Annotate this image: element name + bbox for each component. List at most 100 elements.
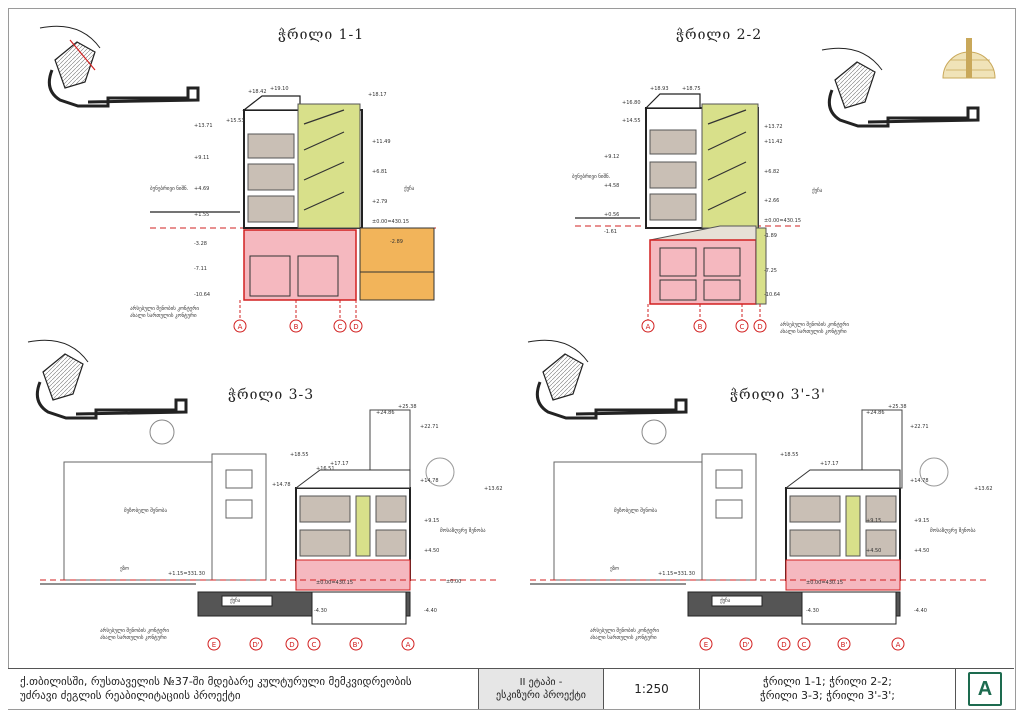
key-plan-2 — [821, 47, 980, 128]
level-label: +9.11 — [194, 155, 209, 161]
title-block: ქ.თბილისში, რუსთაველის №37-ში მდებარე კუ… — [8, 668, 1014, 709]
level-label: +4.58 — [604, 183, 619, 189]
section-title-3p-3p: ჭრილი 3'-3' — [730, 387, 826, 403]
level-label: +25.38 — [888, 404, 907, 410]
level-label: +15.53 — [226, 118, 245, 124]
svg-text:D': D' — [742, 641, 749, 649]
note-existing: მოსაზღვრე შენობა — [930, 527, 976, 534]
level-label: +24.86 — [866, 410, 885, 416]
grid-axis-bubble: B' — [837, 637, 851, 651]
level-label: +22.71 — [420, 424, 439, 430]
project-line2: უძრავი ძეგლის რეაბილიტაციის პროექტი — [20, 689, 241, 702]
level-label: +18.55 — [780, 452, 799, 458]
sheet-line2: ჭრილი 3-3; ჭრილი 3'-3'; — [759, 689, 896, 702]
level-label: -1.61 — [604, 229, 617, 235]
level-label: -4.40 — [424, 608, 437, 614]
legend-line1: არსებული შენობის კონტური — [130, 305, 199, 312]
level-label: +14.78 — [420, 478, 439, 484]
level-label: +2.66 — [764, 198, 779, 204]
legend-line1: არსებული შენობის კონტური — [100, 627, 169, 634]
level-label: ±0.00=430.15 — [372, 219, 409, 225]
svg-text:D: D — [781, 641, 786, 649]
level-label: +2.79 — [372, 199, 387, 205]
section-title-1-1: ჭრილი 1-1 — [278, 27, 365, 43]
svg-text:E: E — [212, 641, 216, 649]
level-label: +24.86 — [376, 410, 395, 416]
svg-text:A: A — [238, 323, 243, 331]
key-plan-1 — [39, 25, 200, 108]
legend-line2: ახალი სართულის კონტური — [100, 634, 167, 641]
level-label: +18.93 — [650, 86, 669, 92]
level-label: -7.11 — [194, 266, 207, 272]
note-ground: ბუნებრივი ნიშნ. — [572, 173, 611, 180]
level-label: -2.89 — [390, 239, 403, 245]
level-label: +0.56 — [604, 212, 619, 218]
grid-axis-bubble: D — [349, 319, 363, 333]
grid-axis-bubble: A — [891, 637, 905, 651]
svg-text:C: C — [312, 641, 317, 649]
level-label: +16.80 — [622, 100, 641, 106]
title-block-logo: A — [956, 669, 1014, 709]
svg-text:C: C — [740, 323, 745, 331]
title-block-sheet: ჭრილი 1-1; ჭრილი 2-2; ჭრილი 3-3; ჭრილი 3… — [700, 669, 956, 709]
level-label: +4.69 — [194, 186, 209, 192]
note-ground: ბუნებრივი ნიშნ. — [150, 185, 189, 192]
note-street: ქუჩა — [230, 597, 241, 604]
svg-text:A: A — [896, 641, 901, 649]
key-plan-4 — [527, 339, 688, 420]
level-label: -1.89 — [764, 233, 777, 239]
svg-text:B': B' — [841, 641, 848, 649]
level-label: -7.25 — [764, 268, 777, 274]
section-title-2-2: ჭრილი 2-2 — [676, 27, 763, 43]
drawing-canvas: A B C D +18.42 +19.10 +18.17 +15.53 +13.… — [27, 25, 996, 651]
level-label: +13.62 — [974, 486, 993, 492]
level-label: ±0.00=430.15 — [316, 580, 353, 586]
level-label: +1.15=331.30 — [168, 571, 205, 577]
grid-axis-bubble: B — [289, 319, 303, 333]
grid-axis-bubble: C — [735, 319, 749, 333]
grid-axis-bubble: B' — [349, 637, 363, 651]
grid-axis-bubble: D — [285, 637, 299, 651]
section-3-3: E D' D C B' A +25.38 +24.86 +22.71 +18.5… — [40, 404, 503, 651]
level-label: +6.81 — [372, 169, 387, 175]
level-label: +9.12 — [604, 154, 619, 160]
svg-text:A: A — [646, 323, 651, 331]
svg-text:D: D — [757, 323, 762, 331]
grid-axis-bubble: D — [753, 319, 767, 333]
grid-axis-bubble: D — [777, 637, 791, 651]
level-label: +1.55 — [194, 212, 209, 218]
level-label: +1.15=331.30 — [658, 571, 695, 577]
level-label: +22.71 — [910, 424, 929, 430]
section-2-2: A B C D +18.93 +18.75 +16.80 +14.55 +13.… — [572, 86, 849, 335]
grid-axis-bubble: C — [797, 637, 811, 651]
level-label: +17.17 — [820, 461, 839, 467]
legend-line2: ახალი სართულის კონტური — [780, 328, 847, 335]
level-label: -10.64 — [194, 292, 210, 298]
level-label: +17.17 — [330, 461, 349, 467]
emblem-icon — [942, 38, 996, 79]
grid-axis-bubble: B — [693, 319, 707, 333]
level-label: +14.55 — [622, 118, 641, 124]
svg-text:B: B — [294, 323, 299, 331]
level-label: +14.78 — [272, 482, 291, 488]
svg-text:C: C — [338, 323, 343, 331]
note-street: ქუჩა — [404, 185, 415, 192]
grid-axis-bubble: E — [699, 637, 713, 651]
level-label: -4.30 — [314, 608, 327, 614]
level-label: ±0.00=430.15 — [806, 580, 843, 586]
svg-text:D: D — [289, 641, 294, 649]
legend-line2: ახალი სართულის კონტური — [590, 634, 657, 641]
project-line1: ქ.თბილისში, რუსთაველის №37-ში მდებარე კუ… — [20, 675, 412, 688]
note-yard: ეზო — [120, 565, 129, 572]
level-label: +13.71 — [194, 123, 213, 129]
note-neighbour: მეზობელი შენობა — [124, 507, 167, 514]
svg-text:E: E — [704, 641, 708, 649]
level-label: -10.64 — [764, 292, 780, 298]
level-label: +11.42 — [764, 139, 783, 145]
svg-text:B: B — [698, 323, 703, 331]
note-street: ქუჩა — [720, 597, 731, 604]
title-block-project: ქ.თბილისში, რუსთაველის №37-ში მდებარე კუ… — [8, 669, 479, 709]
level-label: ±0.00 — [446, 579, 461, 585]
title-block-scale: 1:250 — [604, 669, 700, 709]
